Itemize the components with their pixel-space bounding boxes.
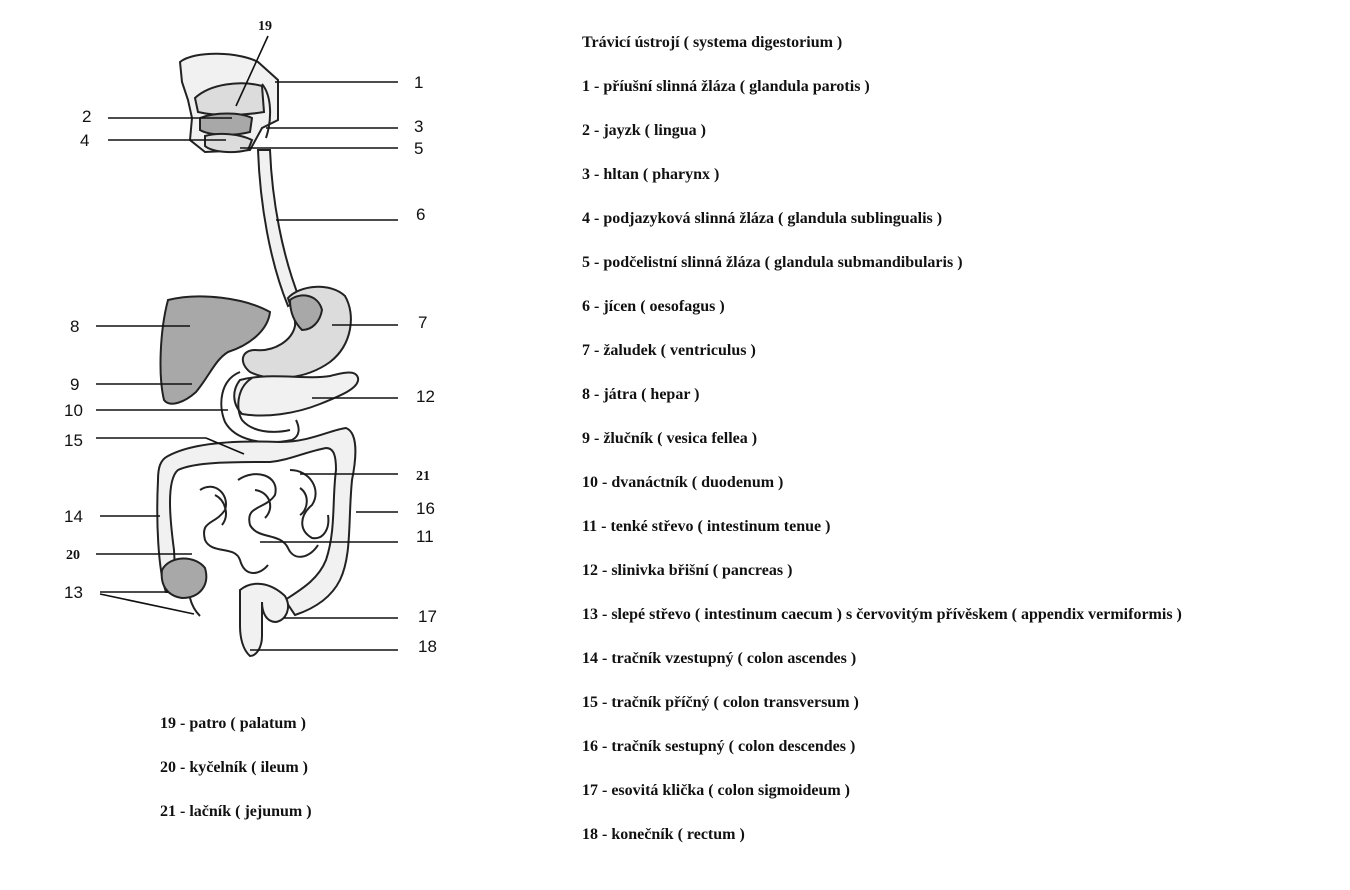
pancreas [234,373,358,416]
label-1: 1 [414,73,423,92]
label-14: 14 [64,507,83,526]
label-3: 3 [414,117,423,136]
label-15: 15 [64,431,83,450]
legend-item-10: 10 - dvanáctník ( duodenum ) [582,473,783,493]
label-8: 8 [70,317,79,336]
legend-item-16: 16 - tračník sestupný ( colon descendes … [582,737,855,757]
legend-item-13: 13 - slepé střevo ( intestinum caecum ) … [582,605,1182,625]
small-intestine [200,470,328,573]
label-4: 4 [80,131,89,150]
label-21: 21 [416,469,430,484]
legend-item-1: 1 - příušní slinná žláza ( glandula paro… [582,77,870,97]
legend-item-17: 17 - esovitá klička ( colon sigmoideum ) [582,781,850,801]
label-17: 17 [418,607,437,626]
label-9: 9 [70,375,79,394]
sigmoid-rectum [240,584,288,656]
legend-item-20: 20 - kyčelník ( ileum ) [160,758,308,778]
head-section [180,54,278,152]
label-6: 6 [416,205,425,224]
legend-item-9: 9 - žlučník ( vesica fellea ) [582,429,757,449]
digestive-system-diagram: 19 1 2 3 4 5 6 7 8 9 10 12 15 21 14 16 2… [0,0,560,700]
label-5: 5 [414,139,423,158]
legend-item-19: 19 - patro ( palatum ) [160,714,306,734]
label-19: 19 [258,19,272,34]
label-18: 18 [418,637,437,656]
label-16: 16 [416,499,435,518]
legend-item-12: 12 - slinivka břišní ( pancreas ) [582,561,792,581]
legend-item-15: 15 - tračník příčný ( colon transversum … [582,693,859,713]
legend-item-3: 3 - hltan ( pharynx ) [582,165,719,185]
legend-item-21: 21 - lačník ( jejunum ) [160,802,312,822]
legend-item-8: 8 - játra ( hepar ) [582,385,699,405]
legend-item-2: 2 - jayzk ( lingua ) [582,121,706,141]
esophagus [258,150,300,306]
caecum-appendix [162,558,207,616]
label-12: 12 [416,387,435,406]
label-20: 20 [66,548,80,563]
legend-item-14: 14 - tračník vzestupný ( colon ascendes … [582,649,856,669]
label-2: 2 [82,107,91,126]
legend-title: Trávicí ústrojí ( systema digestorium ) [582,33,842,53]
legend-item-4: 4 - podjazyková slinná žláza ( glandula … [582,209,942,229]
legend-item-7: 7 - žaludek ( ventriculus ) [582,341,756,361]
label-7: 7 [418,313,427,332]
legend-item-6: 6 - jícen ( oesofagus ) [582,297,725,317]
label-11: 11 [416,527,434,546]
label-13: 13 [64,583,83,602]
legend-item-18: 18 - konečník ( rectum ) [582,825,745,845]
legend-item-5: 5 - podčelistní slinná žláza ( glandula … [582,253,963,273]
label-10: 10 [64,401,83,420]
legend-item-11: 11 - tenké střevo ( intestinum tenue ) [582,517,830,537]
